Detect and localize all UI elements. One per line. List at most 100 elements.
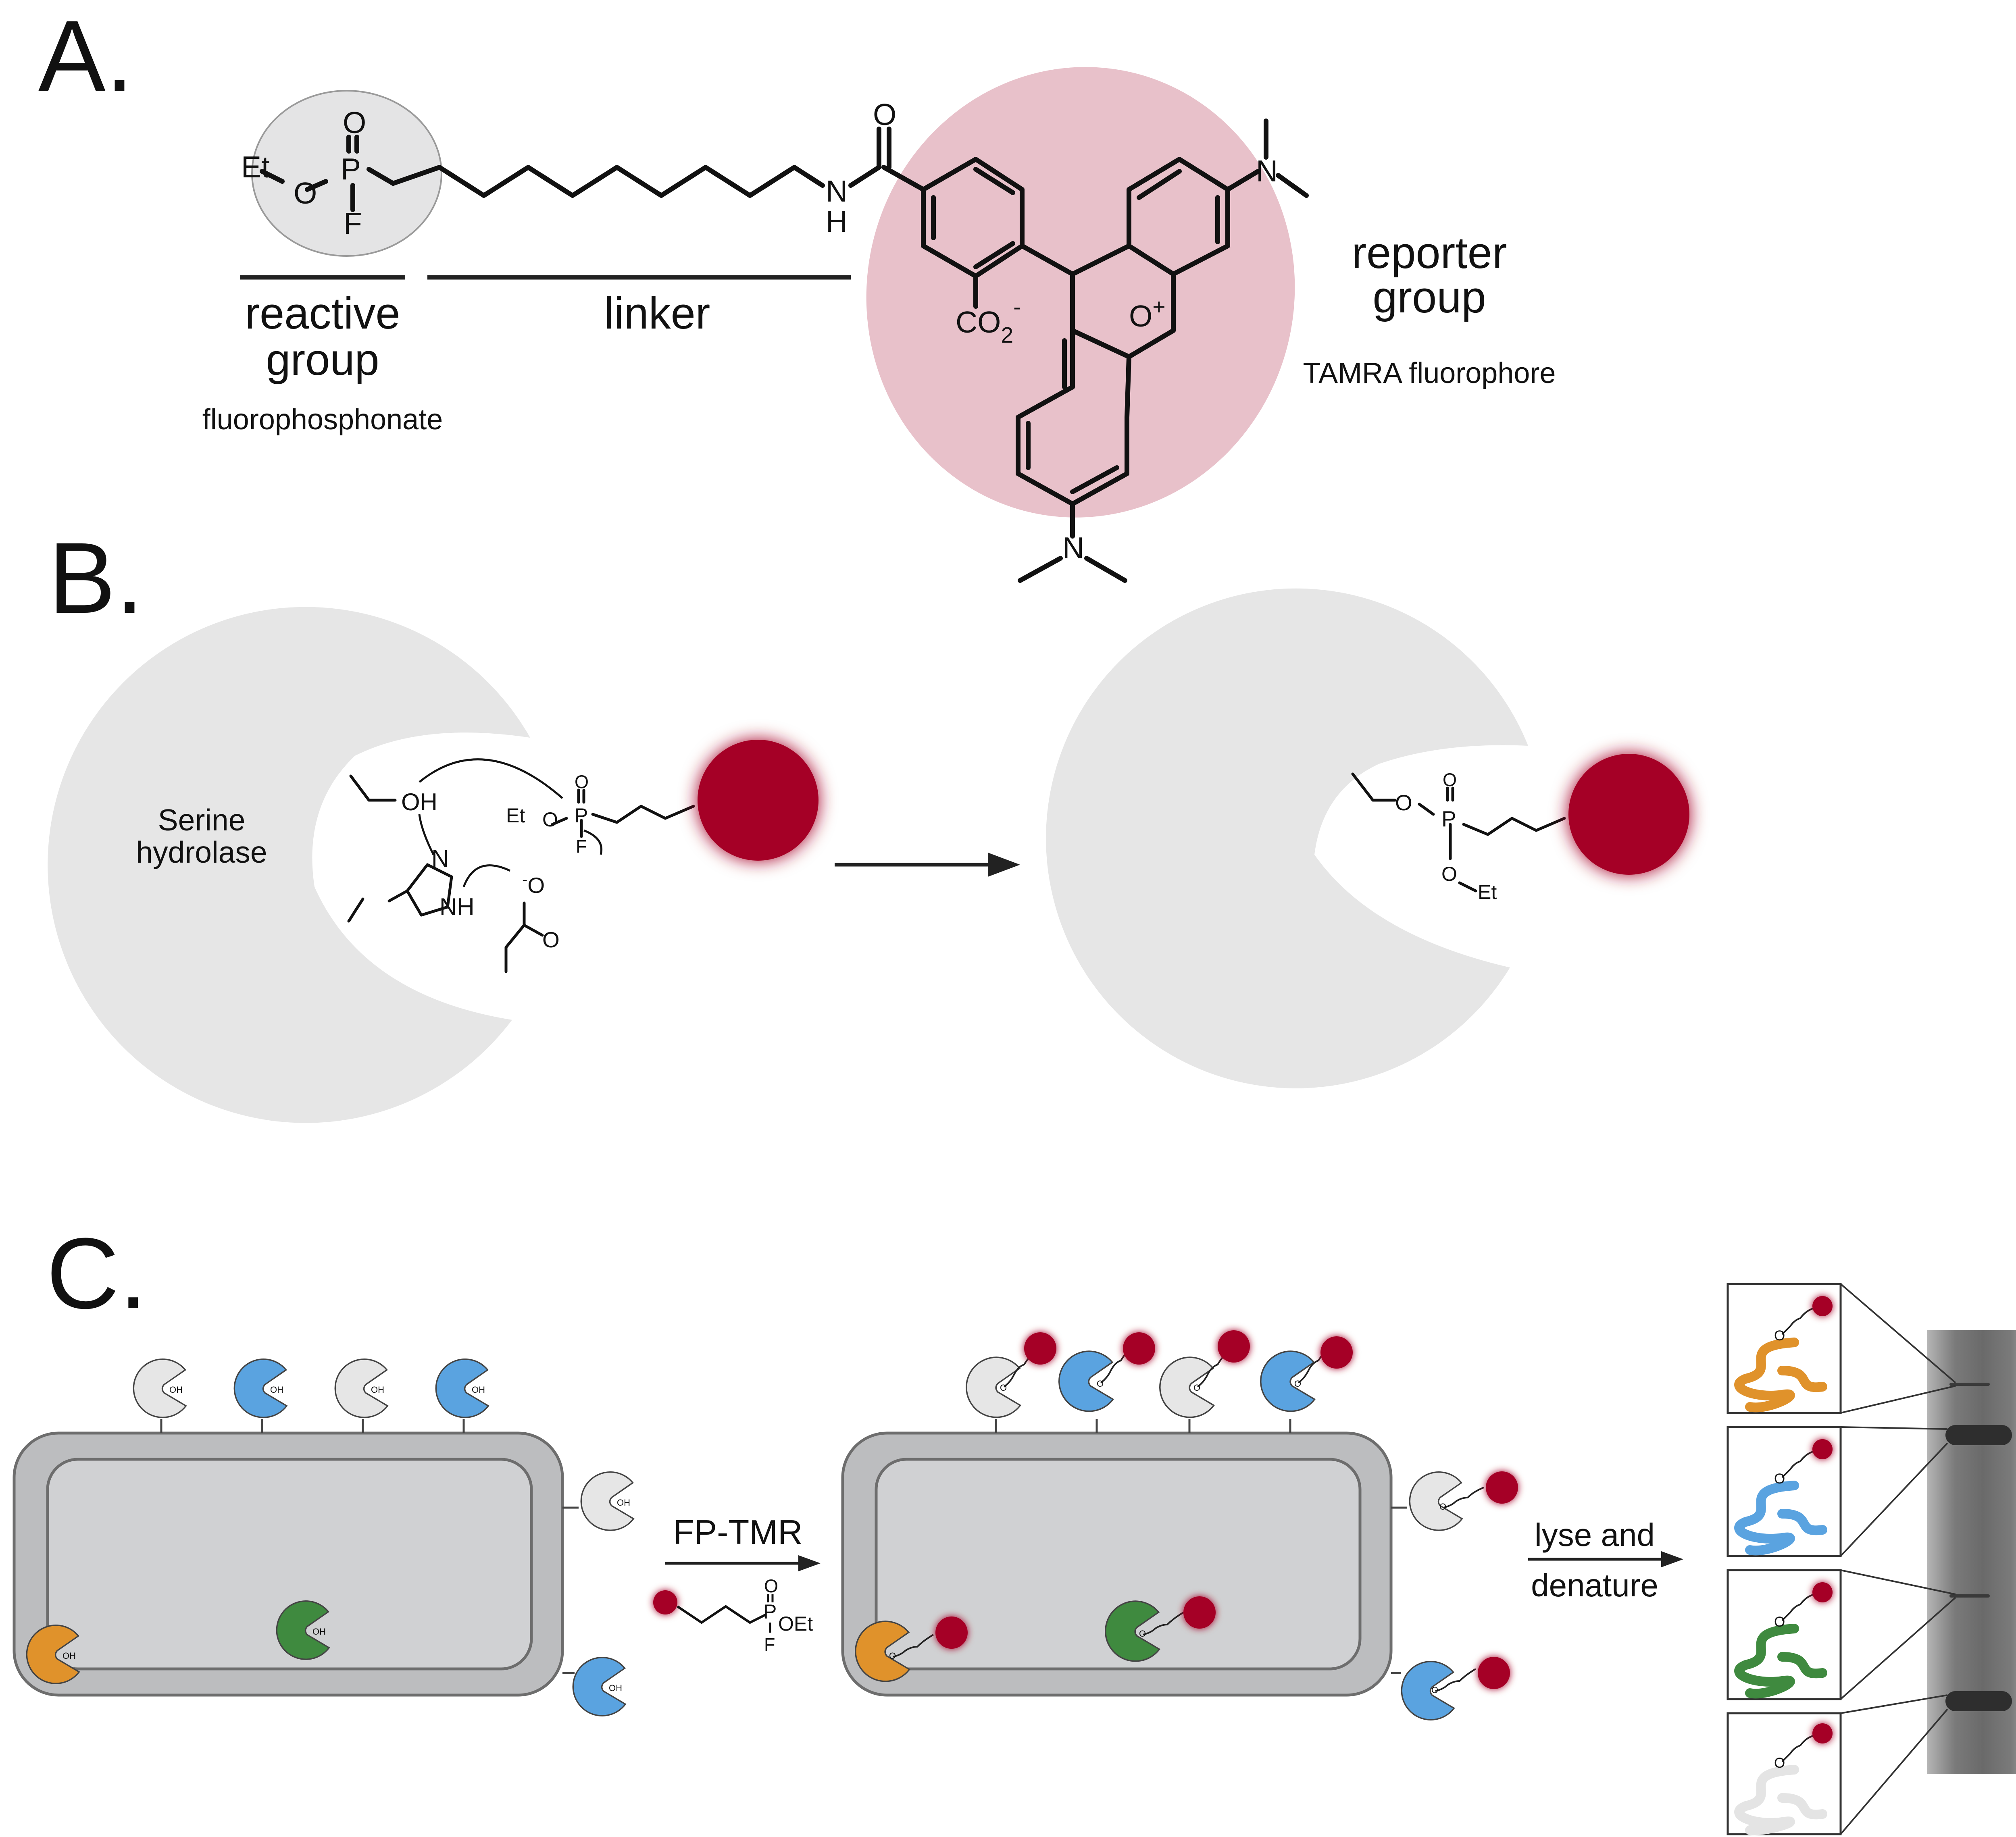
svg-text:OEt: OEt bbox=[778, 1612, 813, 1635]
reactive-group-highlight bbox=[251, 90, 442, 257]
cell-2-inner-membrane bbox=[875, 1458, 1362, 1671]
probe-bead bbox=[1478, 1657, 1510, 1689]
probe-bead bbox=[1812, 1582, 1833, 1602]
panel-b: B. Serine hydrolase OH N NH -O O Et O P … bbox=[48, 522, 1689, 1123]
svg-text:OH: OH bbox=[371, 1385, 384, 1395]
svg-text:OH: OH bbox=[609, 1683, 622, 1693]
atom-p-adduct: P bbox=[1441, 806, 1456, 831]
probe-fluorophore-bead bbox=[698, 740, 818, 861]
cell-2-enzyme-blue-1 bbox=[1058, 1350, 1114, 1412]
lyse-arrow-head bbox=[1661, 1551, 1683, 1567]
atom-et-adduct: Et bbox=[1478, 881, 1497, 903]
atom-o-top: O bbox=[343, 106, 366, 139]
atom-n: N bbox=[826, 174, 848, 208]
gel-band-faint-2 bbox=[1949, 1594, 1990, 1598]
svg-text:O: O bbox=[1000, 1383, 1007, 1393]
reactive-group-label-1: reactive bbox=[245, 289, 400, 338]
atom-oh: OH bbox=[401, 788, 437, 816]
atom-f-probe: F bbox=[576, 836, 587, 857]
probe-bead bbox=[1024, 1332, 1056, 1365]
probe-bead bbox=[1812, 1723, 1833, 1743]
cell-2-labeled-enzymes bbox=[855, 1350, 1463, 1720]
atom-co2: CO2- bbox=[956, 294, 1020, 347]
denatured-protein-green bbox=[1734, 1624, 1827, 1699]
reporter-group-highlight bbox=[866, 67, 1295, 518]
gel-band-faint-1 bbox=[1949, 1383, 1990, 1386]
svg-text:O: O bbox=[1139, 1629, 1146, 1639]
reporter-group-label-2: group bbox=[1372, 273, 1486, 322]
enzyme-label-1: Serine bbox=[158, 803, 246, 837]
atom-o: O bbox=[294, 176, 317, 210]
atom-o-ethoxy: O bbox=[1441, 863, 1457, 885]
atom-et: Et bbox=[241, 150, 270, 184]
probe-bead bbox=[1812, 1296, 1833, 1316]
probe-bead bbox=[1486, 1471, 1518, 1504]
cell-2-probe-beads bbox=[935, 1330, 1518, 1689]
atom-p: P bbox=[341, 152, 361, 186]
probe-bead bbox=[1218, 1330, 1250, 1363]
reagent-arrow-head bbox=[798, 1555, 821, 1571]
svg-text:OH: OH bbox=[169, 1385, 183, 1395]
labeled-fluorophore-bead bbox=[1568, 754, 1689, 875]
fp-tamra-structure bbox=[260, 119, 1309, 583]
svg-text:O: O bbox=[1774, 1328, 1785, 1344]
linker-label: linker bbox=[604, 289, 710, 338]
atom-n-bottom: N bbox=[1062, 531, 1084, 565]
panel-c-letter: C. bbox=[46, 1217, 147, 1329]
probe-bead bbox=[935, 1616, 968, 1649]
atom-n: N bbox=[431, 845, 449, 872]
reactive-group-label-2: group bbox=[266, 335, 379, 385]
serine-hydrolase-enzyme bbox=[48, 607, 530, 1123]
probe-bead bbox=[1123, 1332, 1155, 1365]
svg-text:O: O bbox=[1774, 1614, 1785, 1630]
atom-o-carbonyl: O bbox=[542, 927, 560, 952]
svg-text:O: O bbox=[1097, 1379, 1104, 1389]
denatured-protein-gray bbox=[1734, 1765, 1827, 1835]
cell-2-enzyme-gray-2 bbox=[1159, 1356, 1215, 1418]
svg-text:O: O bbox=[889, 1651, 896, 1661]
atom-p-probe: P bbox=[575, 804, 588, 827]
reaction-arrows bbox=[418, 758, 603, 887]
svg-text:O: O bbox=[1294, 1379, 1301, 1389]
labeled-enzyme bbox=[1046, 588, 1528, 1088]
svg-text:OH: OH bbox=[270, 1385, 283, 1395]
probe-bead bbox=[1183, 1596, 1216, 1629]
reporter-group-sub: TAMRA fluorophore bbox=[1303, 357, 1556, 389]
step-label-2: denature bbox=[1531, 1567, 1658, 1603]
svg-text:O: O bbox=[1193, 1383, 1200, 1393]
panel-a-letter: A. bbox=[38, 0, 133, 112]
atom-et-probe: Et bbox=[506, 804, 525, 827]
svg-text:O: O bbox=[1439, 1502, 1446, 1512]
atom-n-right: N bbox=[1256, 154, 1278, 188]
cell-1-oh-labels: OH OH OH OH OH OH OH OH bbox=[62, 1385, 630, 1693]
atom-o-amide: O bbox=[873, 98, 896, 131]
atom-nh: NH bbox=[439, 893, 475, 920]
probe-bead bbox=[1812, 1439, 1833, 1459]
svg-text:OH: OH bbox=[62, 1651, 76, 1661]
gel-band-strong-2 bbox=[1945, 1691, 2012, 1711]
atom-f: F bbox=[344, 206, 362, 240]
panel-b-letter: B. bbox=[48, 522, 144, 634]
fp-tmr-bead bbox=[653, 1590, 677, 1614]
reporter-group-label-1: reporter bbox=[1352, 228, 1507, 278]
cell-2-enzyme-blue-side bbox=[1401, 1661, 1455, 1720]
atom-h: H bbox=[826, 204, 848, 238]
reactive-group-sub: fluorophosphonate bbox=[202, 404, 443, 436]
svg-text:OH: OH bbox=[617, 1498, 630, 1508]
gel-band-strong-1 bbox=[1945, 1425, 2012, 1445]
catalytic-triad bbox=[347, 774, 695, 973]
probe-bead bbox=[1320, 1336, 1353, 1369]
svg-text:O: O bbox=[764, 1576, 778, 1596]
svg-text:P: P bbox=[763, 1600, 777, 1623]
svg-text:F: F bbox=[764, 1634, 775, 1655]
svg-text:O: O bbox=[1774, 1755, 1785, 1771]
panel-a: A. bbox=[38, 0, 1556, 583]
cell-1-inner-membrane bbox=[46, 1458, 533, 1671]
labeled-adduct bbox=[1351, 772, 1566, 892]
step-label-1: lyse and bbox=[1535, 1517, 1655, 1553]
atom-o-top-adduct: O bbox=[1443, 770, 1457, 790]
denatured-protein-panels: O O O O bbox=[1727, 1283, 1956, 1835]
cell-2-o-labels: O O O O O O O O bbox=[889, 1379, 1446, 1695]
enzyme-label-2: hydrolase bbox=[136, 835, 267, 869]
